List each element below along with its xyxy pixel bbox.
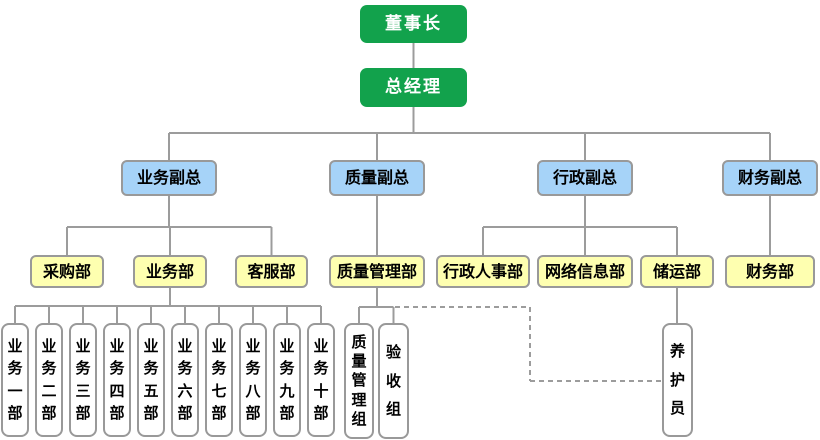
org-node-label-char: 三	[75, 381, 91, 400]
org-node-sub-quality-mgmt-group: 质量管理组	[344, 323, 374, 439]
org-node-vp-quality: 质量副总	[329, 160, 425, 196]
org-node-general-manager: 总经理	[360, 68, 467, 107]
org-node-label: 总经理	[385, 77, 442, 97]
org-node-label-char: 量	[351, 352, 367, 371]
org-node-dept-purchasing: 采购部	[30, 255, 104, 288]
org-node-label: 质量管理部	[336, 261, 417, 281]
org-node-label-char: 业	[245, 336, 261, 355]
org-node-label-char: 十	[313, 381, 329, 400]
org-node-sub-business-8: 业务八部	[239, 323, 267, 437]
org-node-label: 采购部	[42, 261, 91, 281]
org-node-sub-acceptance-group: 验收组	[378, 323, 409, 439]
org-node-label-char: 理	[351, 390, 367, 409]
org-node-label-char: 部	[109, 404, 125, 423]
org-node-label-char: 部	[143, 404, 159, 423]
org-node-sub-maintenance-staff: 养护员	[662, 323, 693, 437]
org-node-dept-admin-hr: 行政人事部	[436, 255, 530, 288]
org-node-label: 网络信息部	[544, 261, 625, 281]
org-node-sub-business-6: 业务六部	[171, 323, 199, 437]
org-node-vp-admin: 行政副总	[537, 160, 633, 196]
org-node-label-char: 务	[75, 359, 91, 378]
org-node-label: 行政人事部	[442, 261, 523, 281]
org-node-label-char: 部	[211, 404, 227, 423]
org-node-sub-business-1: 业务一部	[1, 323, 29, 437]
org-node-dept-quality-mgmt: 质量管理部	[329, 255, 425, 288]
org-node-label-char: 部	[245, 404, 261, 423]
org-node-label-char: 部	[313, 404, 329, 423]
org-node-label-char: 收	[385, 371, 401, 390]
org-node-label-char: 务	[7, 359, 23, 378]
org-node-label-char: 务	[245, 359, 261, 378]
org-node-label-char: 部	[41, 404, 57, 423]
org-node-label-char: 业	[7, 336, 23, 355]
org-node-label-char: 组	[385, 400, 401, 419]
org-node-label: 财务副总	[737, 168, 802, 187]
org-node-label-char: 务	[211, 359, 227, 378]
org-node-label-char: 六	[177, 381, 193, 400]
org-node-label-char: 务	[109, 359, 125, 378]
org-node-label-char: 养	[669, 342, 685, 361]
org-node-vp-business: 业务副总	[121, 160, 217, 196]
org-node-sub-business-3: 业务三部	[69, 323, 97, 437]
org-node-sub-business-7: 业务七部	[205, 323, 233, 437]
org-node-label-char: 业	[75, 336, 91, 355]
org-node-label-char: 务	[41, 359, 57, 378]
org-node-label-char: 务	[313, 359, 329, 378]
org-node-label-char: 部	[7, 404, 23, 423]
org-node-label-char: 部	[177, 404, 193, 423]
org-node-label-char: 九	[279, 381, 295, 400]
org-node-label-char: 业	[41, 336, 57, 355]
org-node-label-char: 业	[177, 336, 193, 355]
org-node-label-char: 业	[211, 336, 227, 355]
org-node-vp-finance: 财务副总	[722, 160, 818, 196]
org-node-label-char: 组	[351, 409, 367, 428]
org-node-label-char: 二	[41, 381, 57, 400]
org-node-label-char: 业	[279, 336, 295, 355]
org-node-label-char: 护	[669, 370, 685, 389]
org-node-label-char: 一	[7, 381, 23, 400]
org-node-label-char: 质	[351, 333, 367, 352]
org-node-label-char: 业	[109, 336, 125, 355]
org-node-label-char: 四	[109, 381, 125, 400]
org-node-dept-storage: 储运部	[640, 255, 714, 288]
org-node-label: 财务部	[745, 261, 794, 281]
org-node-label: 业务副总	[136, 168, 201, 187]
org-node-dept-customer-service: 客服部	[235, 255, 308, 288]
org-node-label-char: 业	[313, 336, 329, 355]
org-node-dept-finance: 财务部	[725, 255, 815, 288]
org-node-label-char: 管	[351, 371, 367, 390]
org-node-dept-network-info: 网络信息部	[537, 255, 633, 288]
org-node-label-char: 员	[669, 398, 685, 417]
org-node-label-char: 五	[143, 381, 159, 400]
org-node-sub-business-2: 业务二部	[35, 323, 63, 437]
org-node-sub-business-5: 业务五部	[137, 323, 165, 437]
org-node-sub-business-4: 业务四部	[103, 323, 131, 437]
org-node-label: 储运部	[652, 261, 701, 281]
org-node-label-char: 部	[75, 404, 91, 423]
org-node-label: 行政副总	[552, 168, 617, 187]
org-node-label-char: 业	[143, 336, 159, 355]
org-node-label-char: 务	[177, 359, 193, 378]
org-node-dept-business: 业务部	[133, 255, 207, 288]
org-node-label-char: 七	[211, 381, 227, 400]
org-node-label: 质量副总	[344, 168, 409, 187]
org-node-label: 董事长	[385, 13, 442, 34]
org-node-label: 业务部	[145, 261, 194, 281]
org-node-label-char: 验	[385, 342, 401, 361]
org-node-label: 客服部	[247, 261, 296, 281]
org-node-label-char: 八	[245, 381, 261, 400]
org-node-sub-business-10: 业务十部	[307, 323, 335, 437]
org-node-label-char: 部	[279, 404, 295, 423]
org-node-label-char: 务	[143, 359, 159, 378]
org-node-chairman: 董事长	[360, 5, 467, 43]
org-node-label-char: 务	[279, 359, 295, 378]
org-node-sub-business-9: 业务九部	[273, 323, 301, 437]
